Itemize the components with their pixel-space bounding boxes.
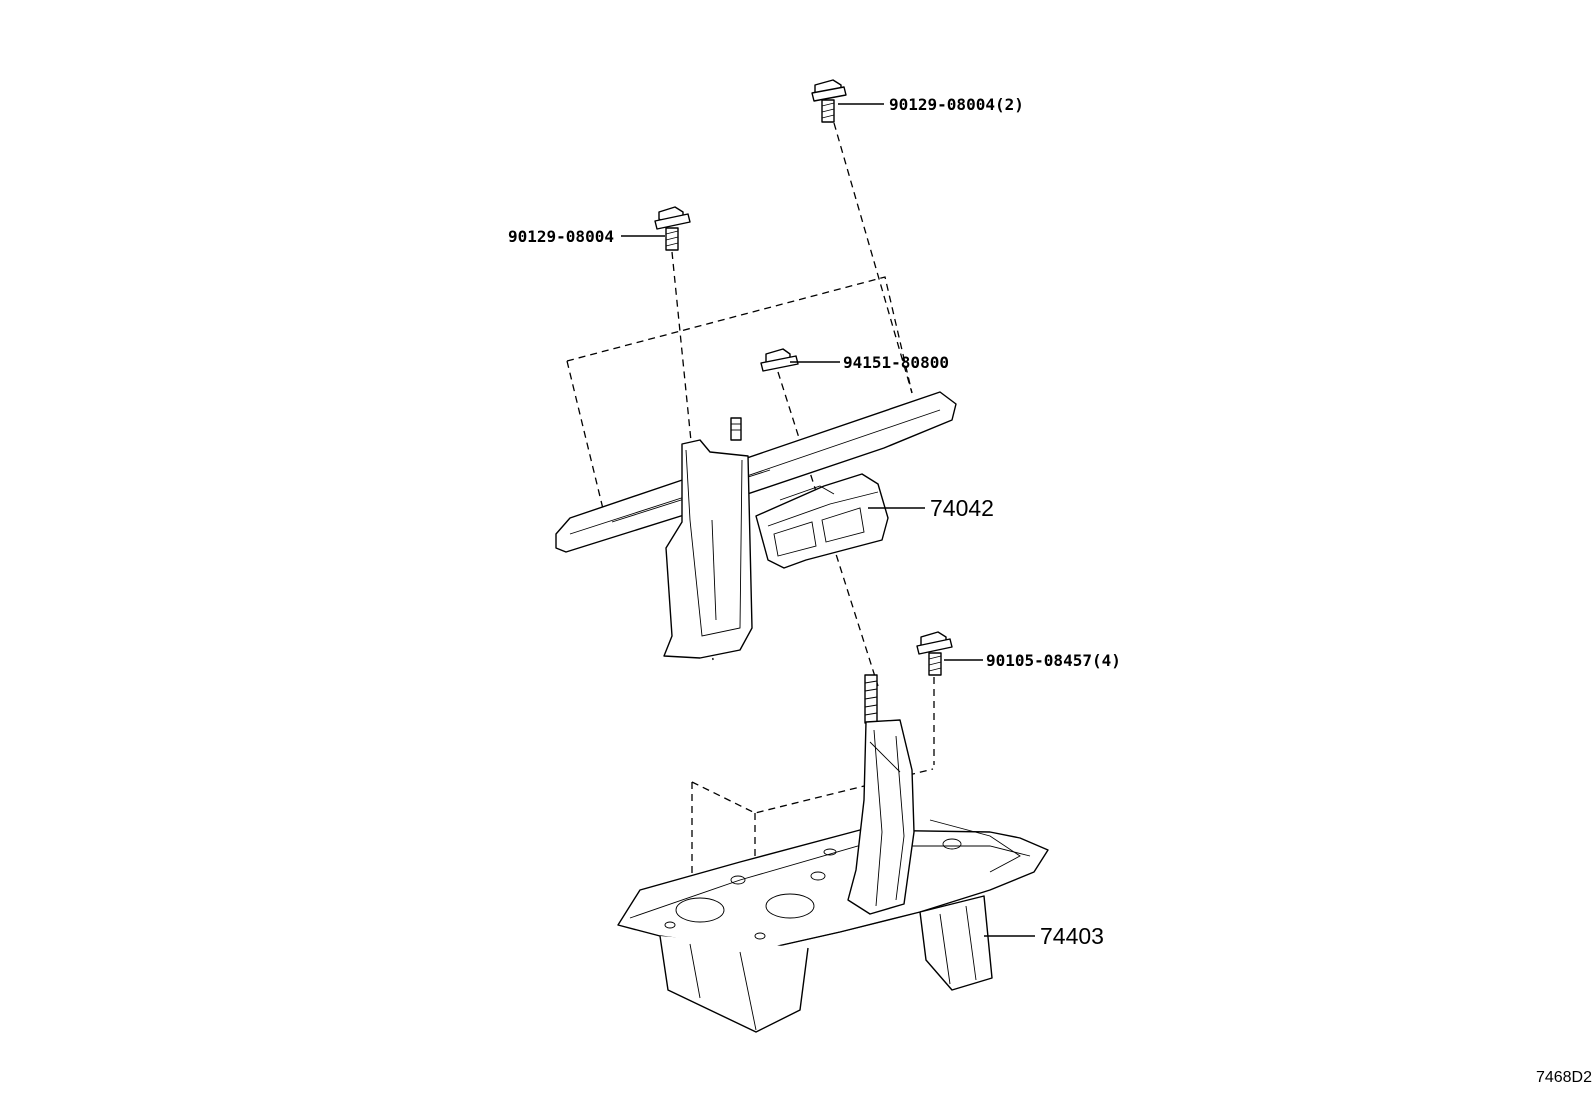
callout-74042[interactable]: 74042	[930, 495, 994, 521]
clamp-74042	[555, 391, 957, 659]
nut-icon-94151-80800	[760, 348, 799, 372]
assembly-line-bolt-top	[833, 122, 913, 394]
assembly-line-nut	[777, 371, 879, 687]
figure-code: 7468D2	[1535, 1069, 1592, 1086]
callout-90129-08004-2[interactable]: 90129-08004(2)	[889, 95, 1024, 114]
callout-94151-80800[interactable]: 94151-80800	[843, 353, 949, 372]
bolt-icon-90129-08004	[654, 206, 691, 251]
callout-90129-08004[interactable]: 90129-08004	[508, 227, 614, 246]
bolt-icon-90105-08457-4	[916, 631, 953, 676]
mounting-outline-upper	[566, 276, 913, 514]
bolt-icon-90129-08004-2	[811, 79, 847, 123]
callout-90105-08457-4[interactable]: 90105-08457(4)	[986, 651, 1121, 670]
battery-tray-74403	[617, 674, 1049, 1033]
callout-74403[interactable]: 74403	[1040, 923, 1104, 949]
